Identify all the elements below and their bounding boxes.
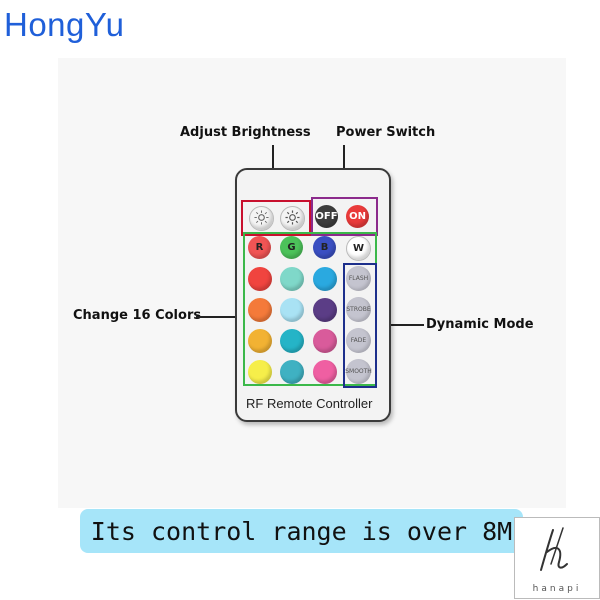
fade-button[interactable]: FADE	[346, 328, 371, 353]
white-button[interactable]: W	[346, 236, 371, 261]
color-button[interactable]	[313, 267, 337, 291]
smooth-button[interactable]: SMOOTH	[345, 359, 372, 384]
color-button[interactable]	[280, 329, 304, 353]
red-button[interactable]: R	[248, 236, 271, 259]
green-button[interactable]: G	[280, 236, 303, 259]
flash-button[interactable]: FLASH	[346, 266, 371, 291]
mode-highlight-box	[343, 263, 377, 388]
brightness-up-button[interactable]	[280, 206, 305, 231]
brightness-down-icon	[254, 209, 269, 228]
color-button[interactable]	[280, 360, 304, 384]
color-button[interactable]	[248, 329, 272, 353]
power-off-button[interactable]: OFF	[315, 205, 338, 228]
dynamic-mode-leader	[376, 324, 424, 326]
color-button[interactable]	[280, 298, 304, 322]
strobe-button[interactable]: STROBE	[346, 297, 371, 322]
watermark-text: hanapi	[532, 584, 582, 594]
power-on-button[interactable]: ON	[346, 205, 369, 228]
brightness-down-button[interactable]	[249, 206, 274, 231]
range-banner: Its control range is over 8M	[80, 509, 523, 553]
blue-button[interactable]: B	[313, 236, 336, 259]
dynamic-mode-label: Dynamic Mode	[426, 317, 534, 332]
color-button[interactable]	[248, 298, 272, 322]
remote-footer-text: RF Remote Controller	[246, 396, 373, 411]
adjust-brightness-label: Adjust Brightness	[180, 125, 311, 140]
color-button[interactable]	[248, 267, 272, 291]
brightness-highlight-box	[241, 200, 311, 236]
color-button[interactable]	[313, 329, 337, 353]
signature-icon	[540, 527, 568, 571]
color-button[interactable]	[280, 267, 304, 291]
watermark-logo: hanapi	[514, 517, 600, 599]
color-button[interactable]	[313, 360, 337, 384]
power-highlight-box	[311, 197, 378, 236]
brightness-up-icon	[285, 209, 300, 228]
brand-logo-text: HongYu	[4, 6, 125, 43]
power-switch-label: Power Switch	[336, 125, 436, 140]
change-colors-leader	[196, 316, 244, 318]
color-button[interactable]	[248, 360, 272, 384]
change-colors-label: Change 16 Colors	[73, 308, 202, 323]
color-button[interactable]	[313, 298, 337, 322]
